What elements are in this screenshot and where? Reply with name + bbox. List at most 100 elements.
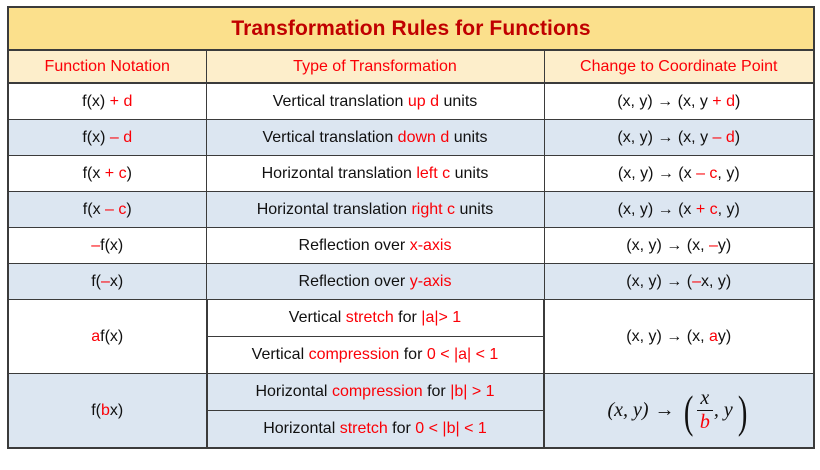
ordered-pair-source: (x, y): [607, 399, 649, 421]
transformation-type-cell: Reflection over x-axis: [205, 227, 545, 264]
highlight-text: down d: [397, 129, 450, 146]
highlight-text: compression: [308, 346, 400, 363]
plain-text: x): [109, 273, 124, 290]
highlight-text: + c: [695, 201, 718, 218]
plain-text: Horizontal: [263, 420, 340, 437]
maps-to-arrow-icon: →: [654, 399, 675, 421]
plain-text: f(: [91, 401, 102, 419]
plain-text: y): [717, 327, 732, 345]
highlight-text: –: [101, 273, 110, 290]
ordered-pair-second-component: , y: [713, 399, 733, 421]
plain-text: (x, y) → (: [626, 273, 693, 290]
highlight-text: stretch: [339, 420, 388, 437]
plain-text: (x, y) → (x,: [626, 327, 709, 345]
highlight-text: up d: [407, 93, 440, 110]
plain-text: ): [126, 165, 132, 182]
plain-text: Reflection over: [298, 273, 410, 290]
transformation-type-cell: Reflection over y-axis: [205, 263, 545, 300]
rule-notation-cell: f(x – c): [7, 191, 207, 228]
plain-text: ): [126, 201, 132, 218]
highlight-text: |b| > 1: [450, 383, 495, 400]
coordinate-change-cell: (x, y) → (x, ay): [543, 299, 815, 374]
table-row: f(–x)Reflection over y-axis(x, y) → (–x,…: [7, 263, 815, 300]
fraction-numerator: x: [700, 387, 710, 410]
highlight-text: –: [708, 237, 718, 254]
plain-text: x): [109, 401, 124, 419]
plain-text: for: [387, 420, 416, 437]
highlight-text: – d: [712, 129, 735, 146]
highlight-text: 0 < |a| < 1: [426, 346, 499, 363]
highlight-text: left c: [416, 165, 451, 182]
transformation-rules-table: Transformation Rules for Functions Funct…: [7, 6, 815, 449]
plain-text: x, y): [700, 273, 732, 290]
header-row: Function Notation Type of Transformation C…: [7, 49, 815, 84]
plain-text: (x, y) → (x, y: [617, 93, 713, 110]
table-row: f(x + c)Horizontal translation left c un…: [7, 155, 815, 192]
plain-text: f(x: [82, 201, 106, 218]
table-body: Transformation Rules for Functions Funct…: [7, 6, 815, 449]
rule-notation-cell: f(bx): [7, 373, 207, 449]
highlight-text: – c: [105, 201, 127, 218]
transformation-type-cell: Vertical translation up d units: [205, 82, 545, 120]
highlight-text: compression: [331, 383, 423, 400]
page-title: Transformation Rules for Functions: [231, 17, 591, 40]
transformation-type-cell: Vertical compression for 0 < |a| < 1: [206, 336, 544, 373]
coordinate-change-cell: (x, y) → (x + c, y): [543, 191, 815, 228]
transformation-type-subrow: Vertical stretch for |a|> 1: [206, 300, 544, 337]
column-header-label: Type of Transformation: [293, 58, 457, 75]
plain-text: ): [734, 93, 741, 110]
rule-notation-cell: f(–x): [7, 263, 207, 300]
plain-text: Vertical translation: [262, 129, 398, 146]
plain-text: Vertical: [251, 346, 309, 363]
highlight-text: stretch: [345, 309, 394, 326]
highlight-text: 0 < |b| < 1: [415, 420, 487, 437]
plain-text: , y): [717, 201, 740, 218]
rule-notation-cell: af(x): [7, 299, 207, 374]
plain-text: units: [439, 93, 478, 110]
plain-text: f(x): [100, 327, 124, 345]
plain-text: (x, y) → (x,: [626, 237, 709, 254]
plain-text: (x, y) → (x: [617, 165, 697, 182]
title-row: Transformation Rules for Functions: [7, 6, 815, 51]
transformation-type-subrow: Horizontal compression for |b| > 1: [206, 374, 544, 411]
plain-text: for: [422, 383, 451, 400]
transformation-type-subrow: Vertical compression for 0 < |a| < 1: [206, 336, 544, 373]
column-header-label: Function Notation: [44, 58, 170, 75]
highlight-text: + d: [712, 93, 735, 110]
table-row: f(x – c)Horizontal translation right c u…: [7, 191, 815, 228]
highlight-text: x-axis: [409, 237, 452, 254]
highlight-text: a: [91, 327, 101, 345]
plain-text: Vertical translation: [272, 93, 408, 110]
plain-text: units: [450, 165, 489, 182]
plain-text: ): [734, 129, 741, 146]
fraction-bar: [696, 409, 713, 412]
plain-text: f(x): [82, 129, 110, 146]
plain-text: Reflection over: [298, 237, 410, 254]
plain-text: units: [449, 129, 488, 146]
column-header-function-notation: Function Notation: [7, 49, 207, 84]
transformation-type-cell: Vertical translation down d units: [205, 119, 545, 156]
rule-notation-cell: f(x) + d: [7, 82, 207, 120]
plain-text: f(x: [82, 165, 105, 182]
coordinate-change-cell: (x, y) → (x – c, y): [543, 155, 815, 192]
plain-text: Horizontal: [255, 383, 332, 400]
highlight-text: + d: [109, 93, 133, 110]
transformation-type-subrow: Horizontal stretch for 0 < |b| < 1: [206, 410, 544, 447]
coordinate-change-cell: (x, y) → (–x, y): [543, 263, 815, 300]
plain-text: (x, y) → (x, y: [617, 129, 713, 146]
highlight-text: |a|> 1: [421, 309, 462, 326]
plain-text: f(: [91, 273, 102, 290]
highlight-text: b: [101, 401, 110, 419]
column-header-change-to-coordinate-point: Change to Coordinate Point: [543, 49, 815, 84]
plain-text: f(x): [82, 93, 110, 110]
plain-text: f(x): [100, 237, 124, 254]
plain-text: (x, y) → (x: [617, 201, 696, 218]
plain-text: units: [455, 201, 494, 218]
